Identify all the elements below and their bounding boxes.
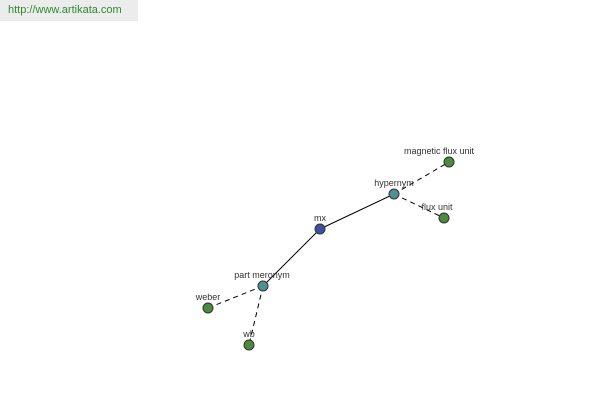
node-mx-marker[interactable] [314,223,326,235]
node-flux-unit[interactable]: flux unit [421,202,453,224]
edge-part-meronym-to-weber [207,285,264,309]
edge-part-meronym-to-wb [248,285,264,346]
node-part-meronym[interactable]: part meronym [234,270,290,292]
site-url-link[interactable]: http://www.artikata.com [8,4,122,16]
node-hypernym-label[interactable]: hypernym [374,178,414,188]
edge-hypernym-to-flux-unit [393,193,445,219]
node-flux-unit-label[interactable]: flux unit [421,202,453,212]
edges-layer [207,161,450,346]
edge-hypernym-to-magnetic-flux-unit [393,161,450,195]
node-weber[interactable]: weber [195,292,221,314]
node-hypernym[interactable]: hypernym [374,178,414,200]
node-wb[interactable]: wb [242,329,255,351]
node-mx-label[interactable]: mx [314,213,326,223]
url-banner: http://www.artikata.com [0,0,138,21]
nodes-layer: mx hypernym part meronym magnetic flux unit… [195,146,475,351]
node-part-meronym-label[interactable]: part meronym [234,270,290,280]
node-magnetic-flux-unit-marker[interactable] [443,156,455,168]
edge-mx-to-part-meronym [262,228,321,287]
node-mx[interactable]: mx [314,213,326,235]
node-wb-label[interactable]: wb [242,329,255,339]
edge-mx-to-hypernym [319,193,395,230]
node-flux-unit-marker[interactable] [438,212,450,224]
node-magnetic-flux-unit-label[interactable]: magnetic flux unit [404,146,475,156]
node-magnetic-flux-unit[interactable]: magnetic flux unit [404,146,475,168]
node-weber-label[interactable]: weber [195,292,221,302]
node-hypernym-marker[interactable] [388,188,400,200]
node-weber-marker[interactable] [202,302,214,314]
node-part-meronym-marker[interactable] [257,280,269,292]
node-wb-marker[interactable] [243,339,255,351]
